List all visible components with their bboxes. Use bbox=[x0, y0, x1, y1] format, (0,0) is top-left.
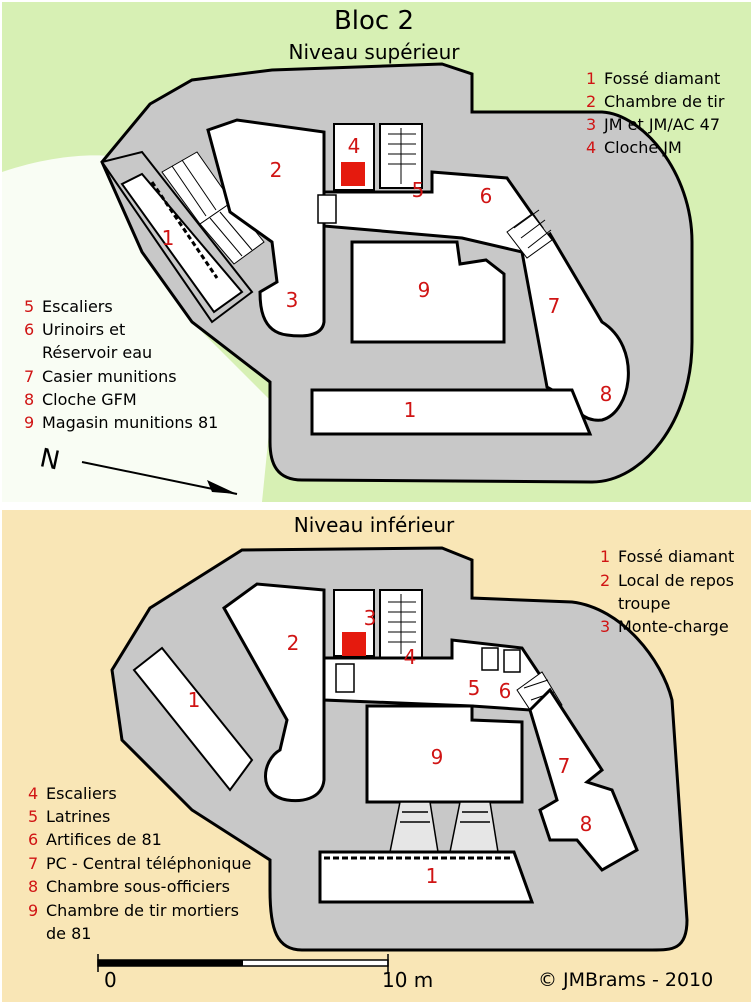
lower-mortar-embrasures bbox=[389, 801, 499, 853]
lower-floor-plan bbox=[2, 510, 751, 1002]
lower-subtitle: Niveau inférieur bbox=[293, 513, 455, 537]
lower-room-1-bottom bbox=[318, 850, 535, 904]
upper-room-1-ditch bbox=[120, 172, 244, 314]
room-number: 1 bbox=[403, 398, 417, 422]
upper-room-2-firing-chamber bbox=[206, 118, 326, 338]
legend-item: Réservoir eau bbox=[42, 343, 153, 362]
lower-lift-marker bbox=[342, 632, 366, 656]
upper-cloche-jm-marker bbox=[341, 162, 365, 186]
room-number: 1 bbox=[161, 226, 175, 250]
room-number: 7 bbox=[557, 754, 571, 778]
room-number: 7 bbox=[547, 294, 561, 318]
room-number: 4 bbox=[403, 645, 417, 669]
room-number: 3 bbox=[285, 288, 299, 312]
upper-level-panel bbox=[2, 2, 751, 502]
lower-room-2-rest-room bbox=[222, 582, 326, 803]
lower-room-7-8 bbox=[528, 687, 639, 872]
room-number: 1 bbox=[425, 864, 439, 888]
room-number: 4 bbox=[347, 134, 361, 158]
room-number: 8 bbox=[579, 812, 593, 836]
upper-room-1-bottom bbox=[310, 388, 593, 436]
upper-subtitle: Niveau supérieur bbox=[288, 40, 460, 64]
legend-item: de 81 bbox=[46, 924, 92, 943]
room-number: 9 bbox=[430, 745, 444, 769]
room-number: 2 bbox=[286, 631, 300, 655]
lower-room-1-ditch bbox=[132, 646, 254, 792]
lower-level-panel bbox=[2, 510, 751, 1002]
lower-room-9-mortar-chamber bbox=[365, 704, 524, 804]
scale-end-label: 10 m bbox=[382, 968, 434, 992]
legend-item: troupe bbox=[618, 594, 671, 613]
room-number: 5 bbox=[467, 676, 481, 700]
room-number: 2 bbox=[269, 158, 283, 182]
room-number: 6 bbox=[498, 679, 512, 703]
copyright: © JMBrams - 2010 bbox=[538, 969, 714, 991]
room-number: 6 bbox=[479, 184, 493, 208]
page-title: Bloc 2 bbox=[333, 6, 415, 36]
upper-ditch-stairs bbox=[161, 151, 265, 265]
room-number: 1 bbox=[187, 688, 201, 712]
room-number: 8 bbox=[599, 382, 613, 406]
room-number: 5 bbox=[411, 178, 425, 202]
room-number: 3 bbox=[363, 606, 377, 630]
scale-start-label: 0 bbox=[104, 968, 117, 992]
upper-room-9-magazine bbox=[350, 240, 506, 344]
upper-floor-plan bbox=[2, 2, 751, 502]
room-number: 9 bbox=[417, 278, 431, 302]
